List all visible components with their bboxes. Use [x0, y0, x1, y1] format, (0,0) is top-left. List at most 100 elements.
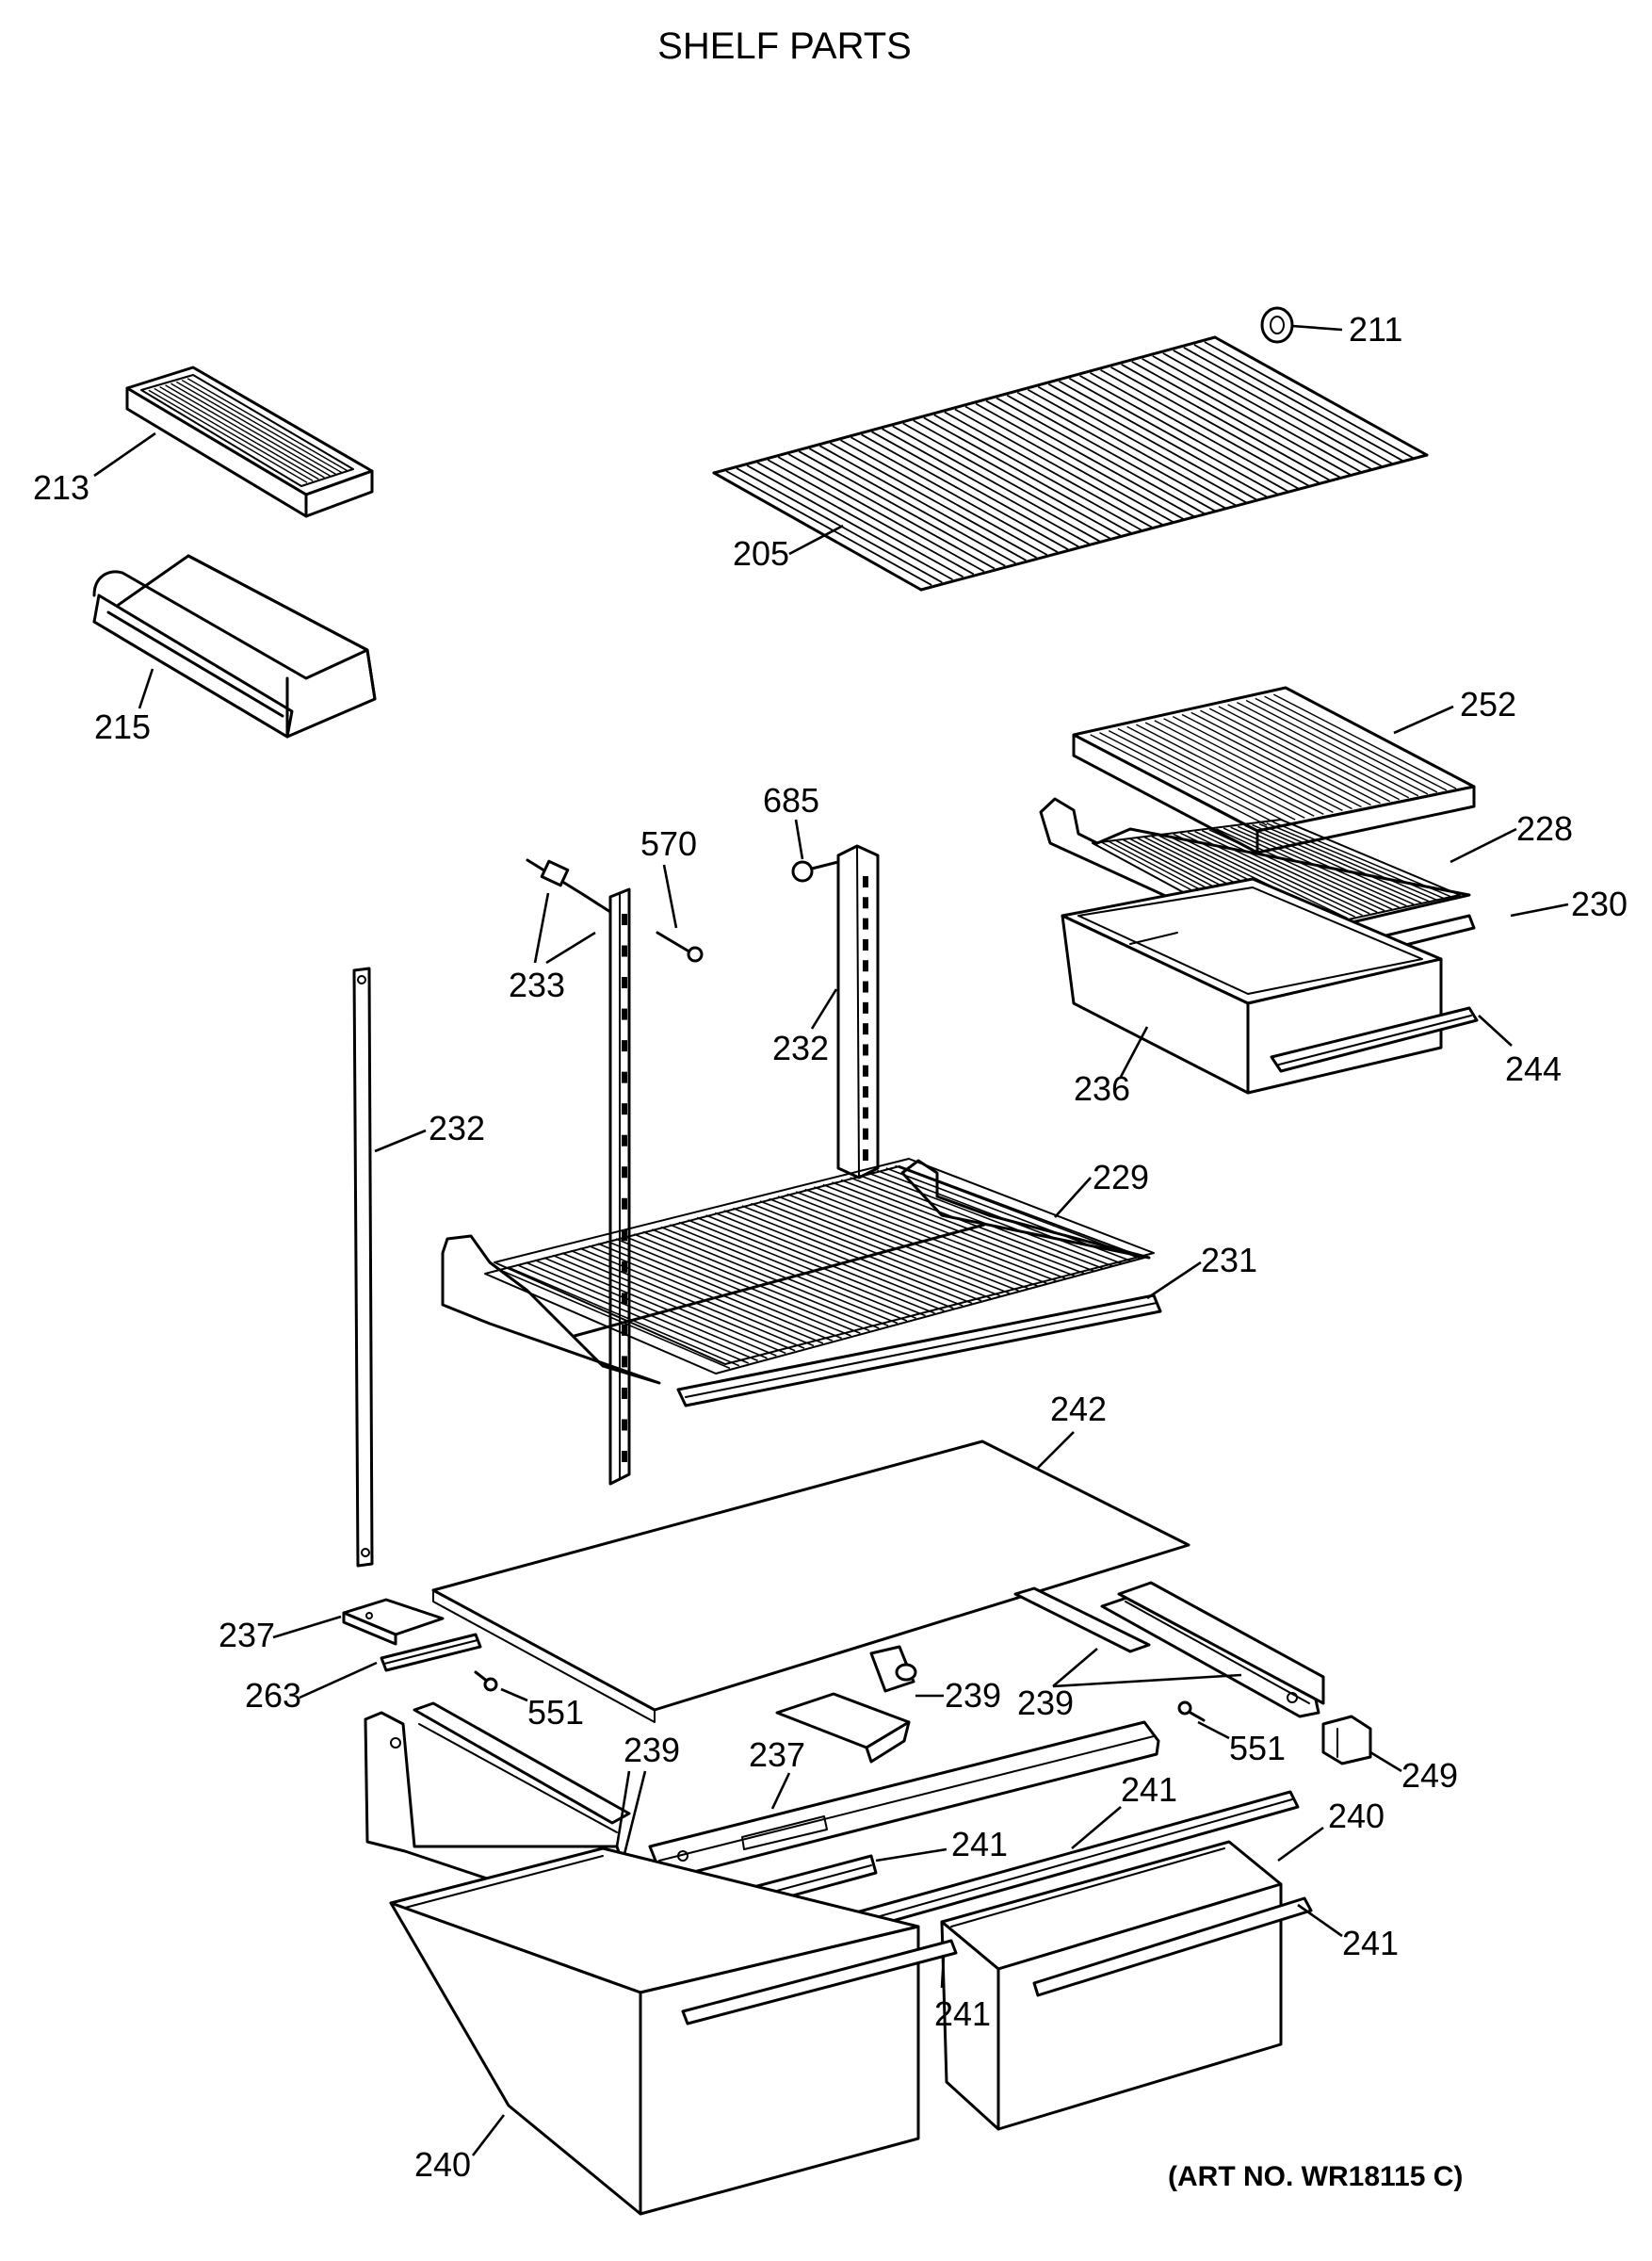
wire-rod — [777, 456, 985, 573]
rail-slot — [622, 1197, 627, 1210]
rail-slot — [622, 1451, 627, 1462]
wire-rod — [1180, 832, 1356, 918]
leader-241-bottom — [940, 1954, 946, 1989]
leader-551-left — [500, 1687, 528, 1702]
rail-slot — [622, 945, 627, 957]
wire-rod — [1230, 826, 1407, 907]
wire-rod — [882, 428, 1090, 545]
leader-239-left-a — [615, 1770, 631, 1847]
callout-252: 252 — [1460, 685, 1516, 724]
wire-rod — [498, 1268, 731, 1370]
wire-rod — [696, 1216, 935, 1314]
leader-240-left — [471, 2114, 506, 2156]
wire-rod — [170, 382, 331, 477]
wire-rod — [1216, 828, 1393, 910]
leader-240-right — [1277, 1826, 1324, 1862]
part-551-right-screw — [1177, 1700, 1206, 1722]
callout-232-left: 232 — [429, 1109, 485, 1147]
wire-rod — [705, 1214, 945, 1312]
rail-slot — [863, 1149, 868, 1161]
callout-551-left: 551 — [527, 1693, 584, 1732]
wire-rod — [964, 405, 1174, 523]
part-239-right-rails — [1013, 1581, 1325, 1718]
part-242-glass-shelf — [431, 1440, 1190, 1723]
part-233-shelf-bracket — [526, 858, 612, 914]
wire-rod — [1266, 822, 1444, 899]
rail-slot — [622, 1324, 627, 1336]
callout-239-right: 239 — [1017, 1684, 1074, 1722]
wire-rod — [1037, 385, 1247, 504]
leader-229 — [1054, 1177, 1092, 1218]
leader-211 — [1291, 324, 1343, 332]
wire-rod — [507, 1266, 740, 1367]
wire-rod — [786, 1193, 1028, 1290]
callout-241-right: 241 — [1342, 1924, 1399, 1962]
leader-237-left — [272, 1615, 342, 1639]
callout-230: 230 — [1571, 885, 1628, 923]
leader-233a — [533, 892, 550, 964]
wire-rod — [678, 1221, 917, 1320]
callout-237-center: 237 — [749, 1735, 805, 1774]
wire-rod — [1131, 361, 1342, 480]
callout-229: 229 — [1093, 1158, 1149, 1196]
callout-205: 205 — [733, 534, 789, 573]
wire-rod — [1108, 729, 1287, 822]
wire-rod — [746, 464, 953, 581]
rail-slot — [863, 1023, 868, 1035]
wire-rod — [570, 1249, 805, 1349]
wire-rod — [660, 1226, 899, 1325]
wire-rod — [830, 442, 1038, 559]
wire-rod — [165, 384, 325, 479]
wire-rod — [1218, 706, 1401, 801]
leader-236 — [1119, 1026, 1149, 1078]
wire-rod — [1181, 713, 1362, 808]
wire-rod — [818, 445, 1027, 561]
leader-213 — [93, 431, 156, 478]
page-title: SHELF PARTS — [657, 25, 912, 67]
rail-slot — [622, 1419, 627, 1431]
wire-rod — [1152, 355, 1363, 474]
wire-rod — [985, 399, 1195, 517]
callout-215: 215 — [94, 708, 151, 746]
wire-rod — [759, 1200, 1001, 1297]
part-231-shelf-trim — [676, 1293, 1162, 1407]
rail-slot — [863, 1001, 868, 1014]
wire-rod — [787, 453, 996, 570]
wire-rod — [1204, 341, 1416, 460]
wire-rod — [1079, 374, 1289, 493]
wire-rod — [1258, 822, 1436, 901]
wire-rod — [1006, 394, 1216, 512]
callout-231: 231 — [1201, 1241, 1257, 1279]
wire-rod — [944, 411, 1153, 529]
part-239-center-bracket — [775, 1645, 917, 1764]
callout-242: 242 — [1050, 1390, 1107, 1428]
wire-rod — [1244, 824, 1422, 903]
rail-slot — [622, 1166, 627, 1179]
wire-rod — [1126, 725, 1305, 819]
wire-rod — [1173, 350, 1384, 468]
wire-rod — [1201, 830, 1378, 913]
wire-rod — [975, 402, 1185, 520]
leader-215 — [138, 668, 154, 709]
rail-slot — [622, 1387, 627, 1399]
leader-252 — [1393, 705, 1454, 735]
callout-240-left: 240 — [414, 2145, 471, 2184]
leader-244 — [1478, 1015, 1513, 1047]
wire-rod — [1047, 382, 1258, 501]
part-244-pan-trim — [1270, 1006, 1479, 1073]
wire-rod — [923, 416, 1132, 534]
leader-230 — [1510, 903, 1569, 918]
wire-rod — [867, 1172, 1112, 1267]
wire-rod — [1068, 377, 1279, 496]
wire-rod — [1187, 831, 1363, 917]
leader-249 — [1369, 1750, 1402, 1773]
wire-rod — [1117, 727, 1296, 821]
wire-rod — [1121, 364, 1332, 482]
callout-570: 570 — [640, 824, 697, 863]
wire-rod — [751, 1202, 992, 1299]
leader-242 — [1037, 1431, 1075, 1469]
wire-rod — [1200, 709, 1381, 805]
wire-rod — [525, 1261, 758, 1362]
wire-rod — [814, 1186, 1057, 1282]
wire-rod — [1163, 718, 1343, 812]
